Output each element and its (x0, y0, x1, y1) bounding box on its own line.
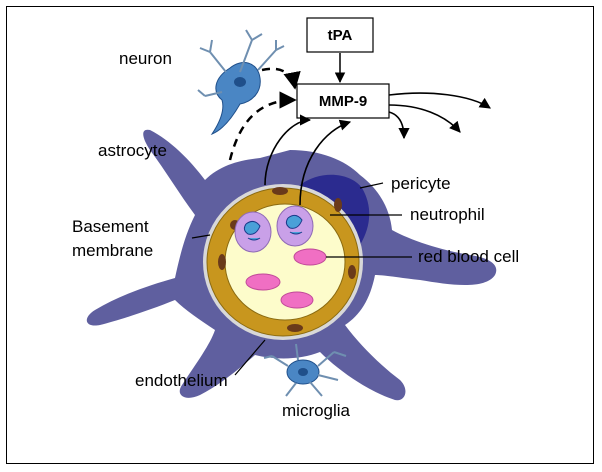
label-microglia: microglia (282, 401, 351, 420)
neuron-cell (197, 29, 285, 136)
microglia-cell (263, 343, 347, 397)
label-basement-line1: Basement (72, 217, 149, 236)
label-neuron: neuron (119, 49, 172, 68)
mmp9-label: MMP-9 (319, 93, 367, 110)
label-endothelium: endothelium (135, 371, 228, 390)
label-basement-line2: membrane (72, 241, 153, 260)
dashed-arrow-neuron (261, 67, 301, 90)
tpa-box (306, 17, 374, 53)
neutrophils (234, 205, 314, 253)
arrow-neutrophil2-to-mmp9 (299, 119, 352, 206)
arrow-mmp9-out-3 (388, 111, 410, 140)
label-red-blood-cell: red blood cell (418, 247, 519, 266)
dashed-arrow-astrocyte (228, 91, 297, 161)
label-neutrophil: neutrophil (410, 205, 485, 224)
red-blood-cells (245, 248, 327, 309)
tpa-label: tPA (328, 27, 353, 44)
label-astrocyte: astrocyte (98, 141, 167, 160)
leader-lines (191, 182, 412, 376)
label-pericyte: pericyte (391, 174, 451, 193)
arrow-mmp9-out-2 (388, 104, 461, 133)
arrow-neutrophil1-to-mmp9 (264, 114, 312, 186)
mmp9-box (296, 83, 390, 119)
arrow-mmp9-out-1 (388, 92, 491, 109)
